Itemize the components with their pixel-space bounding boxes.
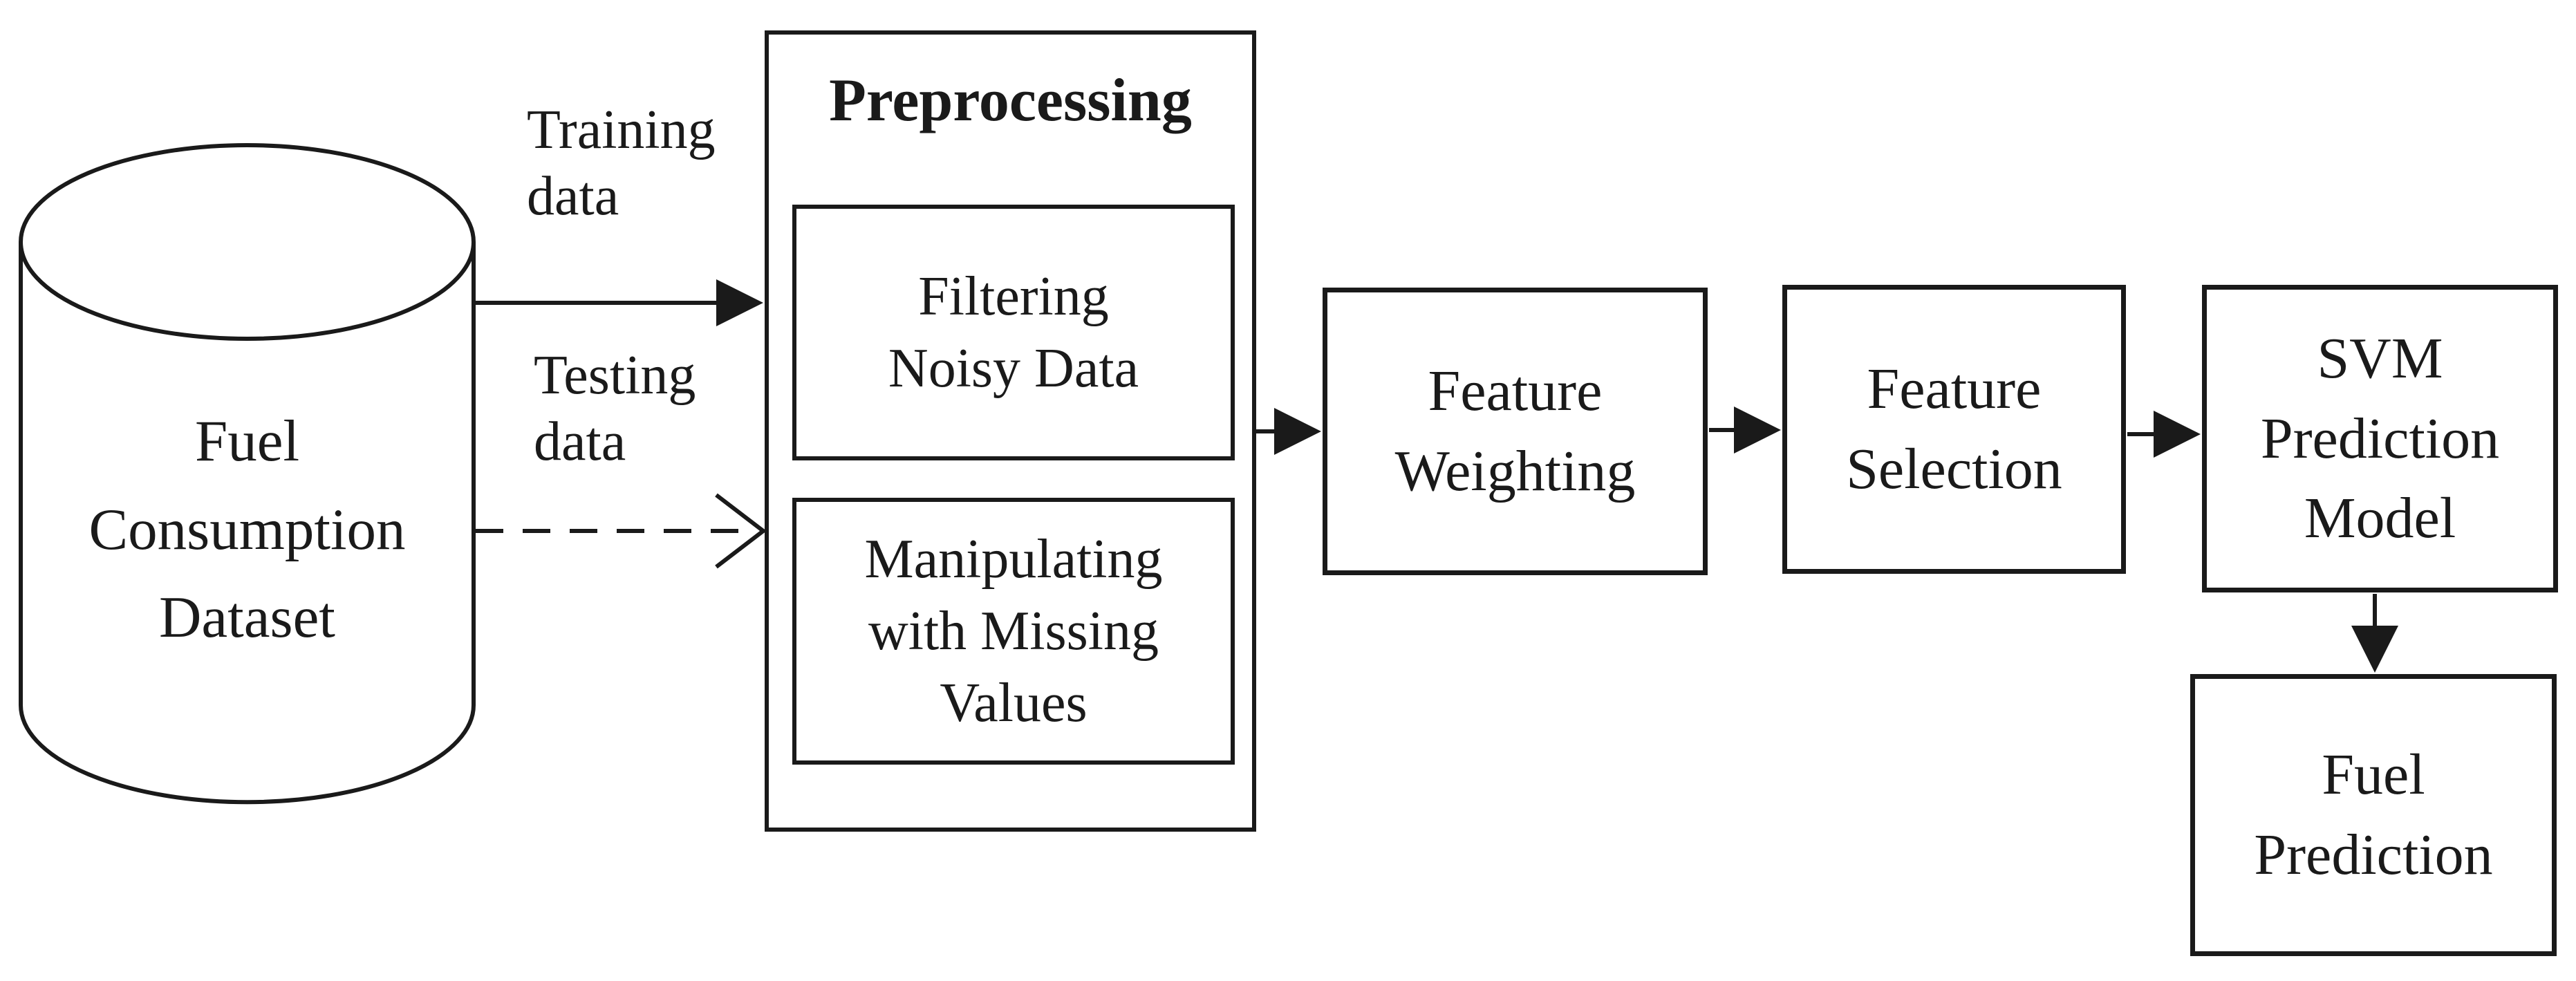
preprocessing-group-box: Preprocessing Filtering Noisy Data Manip… [765, 30, 1256, 832]
fuel-prediction-label-line: Prediction [2254, 823, 2493, 887]
dataset-cylinder-shape [19, 143, 476, 805]
feature-selection-label-line: Feature [1867, 357, 2042, 422]
training-data-label: Training data [527, 97, 716, 230]
feature-selection-label-line: Selection [1846, 437, 2062, 501]
fuel-prediction-box: Fuel Prediction [2190, 674, 2557, 956]
preprocessing-title: Preprocessing [829, 67, 1192, 134]
missing-values-box: Manipulating with Missing Values [792, 498, 1235, 765]
filtering-label-line: Noisy Data [888, 338, 1139, 399]
svm-to-prediction-arrow [2351, 594, 2398, 673]
training-data-label-line: Training [527, 100, 716, 160]
dataset-label-line: Dataset [159, 585, 335, 650]
preprocessing-to-weighting-arrow [1256, 408, 1321, 455]
training-data-label-line: data [527, 166, 619, 227]
missing-values-label-line: with Missing [868, 601, 1159, 662]
svm-model-label-line: SVM [2317, 326, 2443, 391]
feature-weighting-label-line: Feature [1428, 359, 1603, 424]
dataset-label: Fuel Consumption Dataset [41, 398, 453, 662]
selection-to-svm-arrow [2127, 411, 2201, 458]
testing-data-label-line: Testing [534, 345, 696, 406]
svm-model-label-line: Model [2304, 486, 2456, 551]
fuel-prediction-label-line: Fuel [2322, 742, 2425, 807]
dataset-label-line: Fuel [194, 409, 300, 474]
dataset-label-line: Consumption [88, 496, 406, 562]
missing-values-label-line: Manipulating [864, 529, 1163, 590]
missing-values-label-line: Values [940, 673, 1088, 734]
svm-model-label-line: Prediction [2260, 406, 2500, 471]
feature-weighting-label-line: Weighting [1394, 439, 1636, 503]
feature-selection-box: Feature Selection [1782, 285, 2126, 574]
filtering-noisy-data-box: Filtering Noisy Data [792, 205, 1235, 460]
feature-weighting-box: Feature Weighting [1323, 288, 1708, 575]
svm-prediction-model-box: SVM Prediction Model [2202, 285, 2558, 592]
testing-data-label-line: data [534, 411, 626, 472]
training-data-arrow [476, 279, 763, 326]
filtering-label-line: Filtering [918, 266, 1109, 327]
testing-data-label: Testing data [534, 342, 696, 475]
testing-data-arrow [476, 493, 767, 569]
weighting-to-selection-arrow [1709, 407, 1781, 454]
